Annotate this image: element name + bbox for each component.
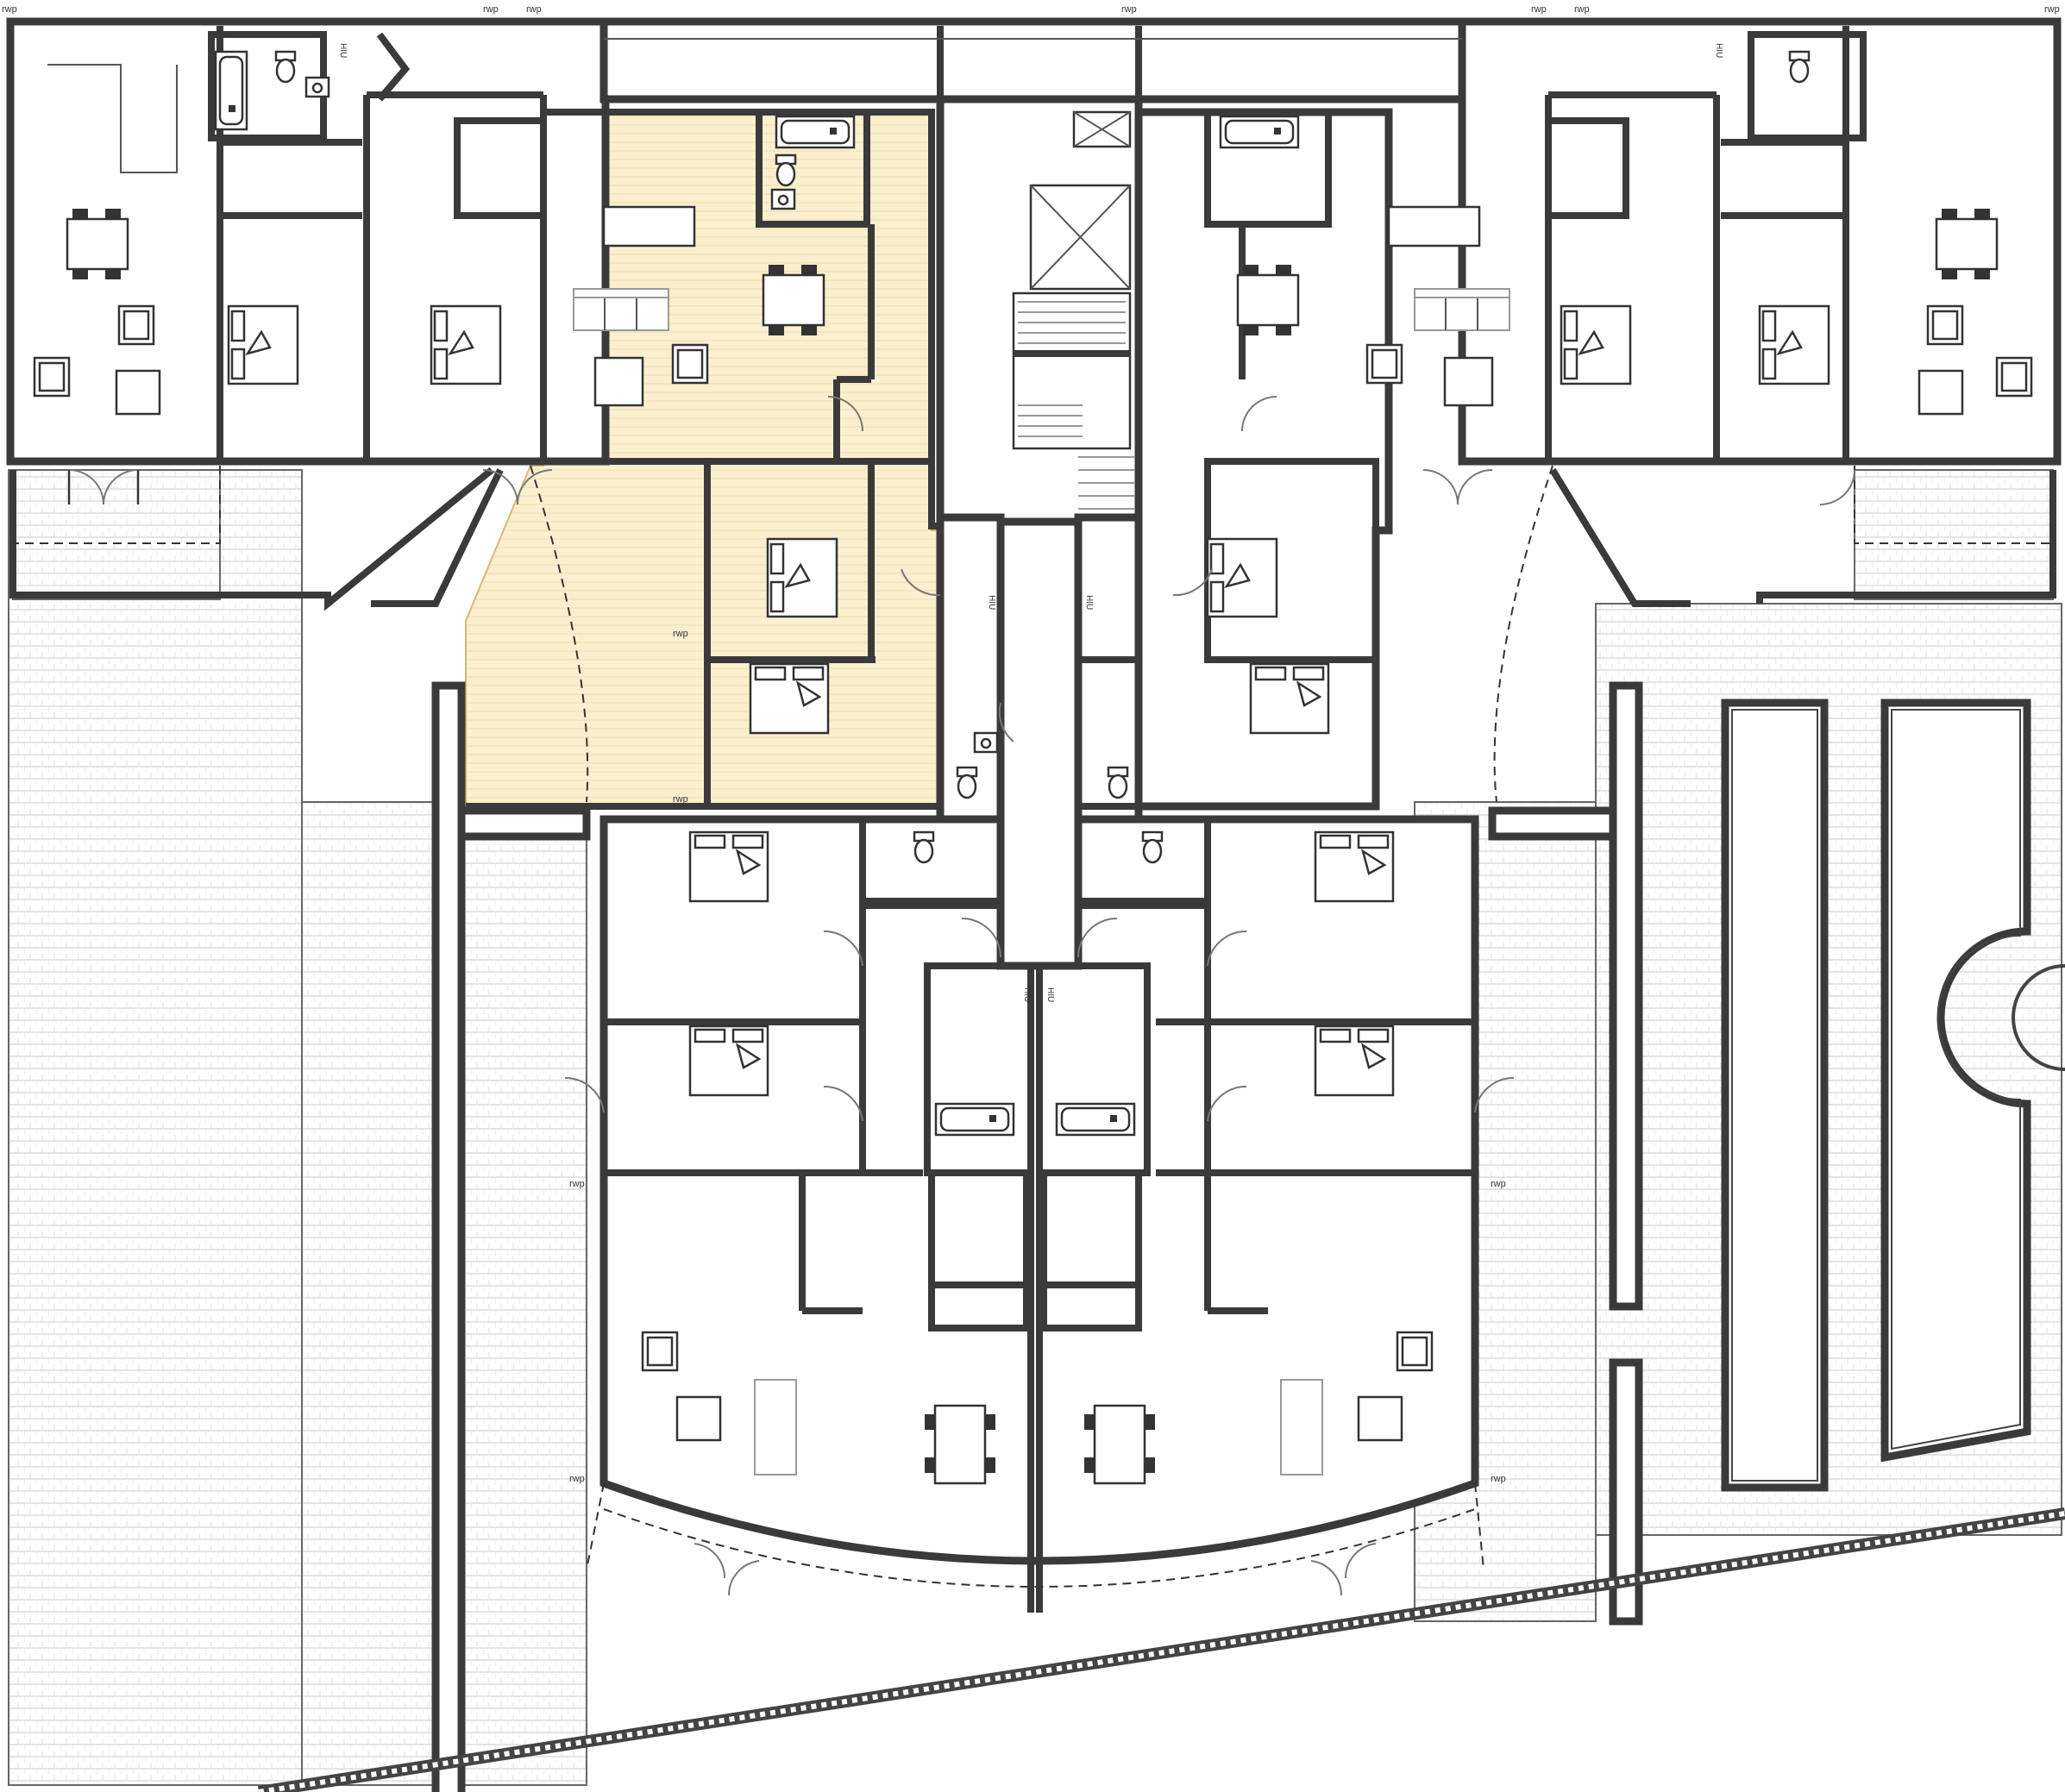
coffee-table [1357, 1395, 1403, 1442]
rwp-label: rwp [526, 4, 542, 15]
toilet-icon [1141, 830, 1164, 864]
basin-icon [770, 188, 796, 210]
furniture [33, 50, 2033, 1485]
dining-table-icon [923, 1404, 997, 1485]
dining-table-icon [1083, 1404, 1157, 1485]
bed-icon [688, 830, 769, 903]
toilet-icon [1788, 50, 1811, 84]
bathtub-icon [775, 115, 856, 149]
coffee-table [1918, 369, 1964, 416]
central-north-block [599, 17, 1466, 103]
rwp-label: rwp [1491, 1474, 1506, 1484]
bed-icon [688, 1024, 769, 1097]
rwp-label: rwp [1121, 4, 1137, 15]
kitchen-island [602, 205, 696, 247]
east-mid-block [1075, 108, 1393, 811]
rwp-label: rwp [673, 794, 688, 805]
toilet-icon [1107, 766, 1129, 799]
rwp-label: rwp [1574, 4, 1590, 15]
bathtub-icon [1055, 1102, 1136, 1137]
bed-icon [749, 662, 830, 735]
bed-icon [227, 304, 299, 385]
kitchen-counter [47, 64, 178, 173]
coffee-table [1443, 356, 1494, 407]
rwp-label: rwp [2044, 4, 2060, 15]
coffee-table [593, 356, 644, 407]
bed-icon [1314, 1024, 1395, 1097]
sofa-icon [754, 1379, 797, 1476]
coffee-table [675, 1395, 722, 1442]
rwp-label: rwp [673, 629, 688, 639]
toilet-icon [913, 830, 935, 864]
bed-icon [1206, 537, 1278, 618]
basin-icon [304, 76, 330, 98]
armchair-icon [641, 1331, 679, 1372]
toilet-icon [956, 766, 978, 799]
hiu-label: HIU [338, 43, 348, 58]
bed-icon [430, 304, 502, 385]
rwp-label: rwp [1531, 4, 1547, 15]
toilet-icon [775, 154, 797, 187]
rwp-label: rwp [2, 4, 17, 15]
rwp-label: rwp [483, 4, 499, 15]
bathtub-icon [934, 1102, 1015, 1137]
armchair-icon [1926, 304, 1964, 346]
terrace-walls [9, 465, 2056, 1792]
sofa-icon [1280, 1379, 1323, 1476]
coffee-table [115, 369, 161, 416]
toilet-icon [274, 50, 297, 84]
bed-icon [1314, 830, 1395, 903]
rwp-label: rwp [1491, 1179, 1506, 1189]
armchair-icon [1396, 1331, 1434, 1372]
armchair-icon [671, 343, 709, 385]
armchair-icon [117, 304, 155, 346]
sofa-icon [1414, 288, 1510, 331]
hiu-label: HIU [1714, 43, 1723, 58]
stair-icon [1012, 291, 1134, 510]
bed-icon [1560, 304, 1632, 385]
bed-icon [1249, 662, 1330, 735]
dining-table-icon [762, 263, 825, 337]
bathtub-icon [214, 50, 248, 131]
basin-icon [973, 731, 999, 754]
bed-icon [766, 537, 838, 618]
bed-icon [1758, 304, 1830, 385]
boundary-wall [257, 1507, 2065, 1792]
armchair-icon [1995, 356, 2033, 398]
rwp-label: rwp [569, 1179, 585, 1189]
hiu-label: HIU [987, 595, 996, 610]
deck-area-north-terraces [12, 469, 2054, 600]
kitchen-island [1387, 205, 1481, 247]
dining-table-icon [1236, 263, 1300, 337]
dining-table-icon [66, 207, 129, 281]
hiu-label: HIU [1045, 987, 1055, 1002]
rwp-label: rwp [569, 1474, 585, 1484]
dining-table-icon [1935, 207, 1999, 281]
hiu-label: HIU [1022, 987, 1032, 1002]
sofa-icon [573, 288, 669, 331]
door-swing-icon [67, 396, 1855, 1596]
hiu-label: HIU [1084, 595, 1094, 610]
bathtub-icon [1219, 115, 1300, 149]
south-central-block [586, 815, 1484, 1613]
labels: rwp rwp rwp rwp rwp rwp rwp rwp rwp rwp … [2, 4, 2060, 1484]
armchair-icon [1365, 343, 1403, 385]
armchair-icon [33, 356, 71, 398]
planters [1721, 699, 2065, 1492]
